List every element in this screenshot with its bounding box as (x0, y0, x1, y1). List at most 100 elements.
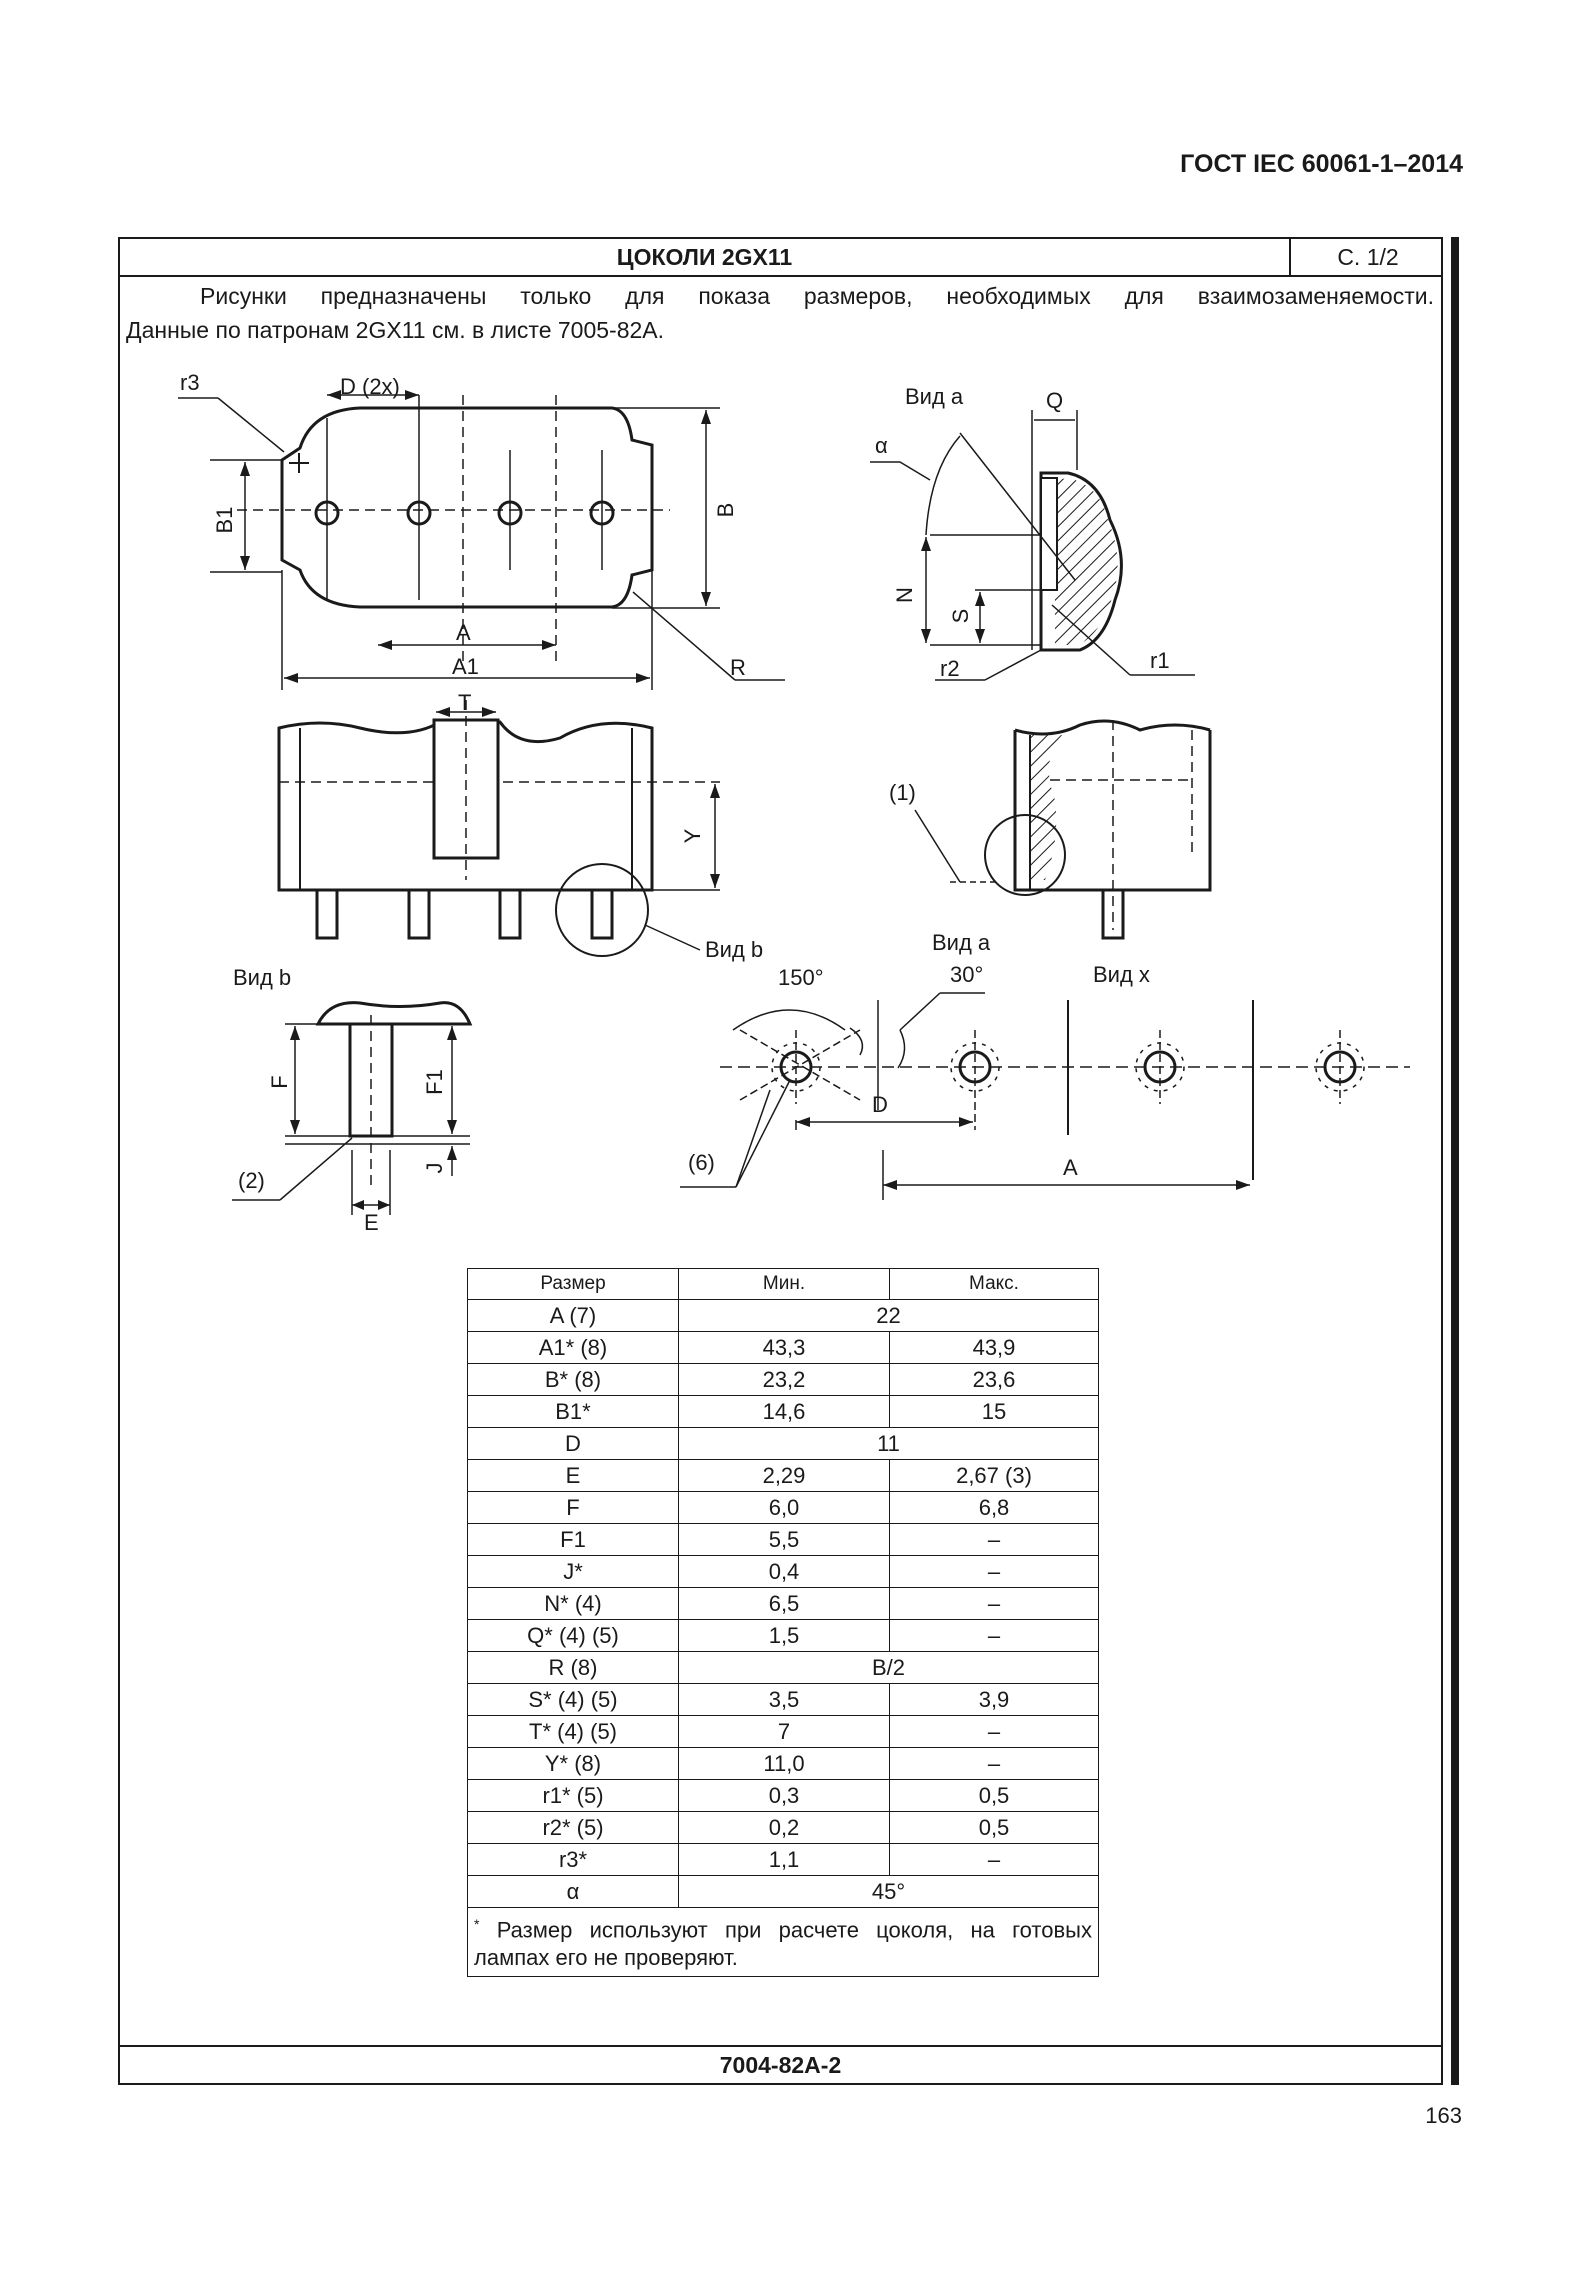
label-f: F (267, 1075, 292, 1088)
cell-min: 6,5 (678, 1587, 890, 1620)
label-30-deg: 30° (950, 962, 983, 987)
cell-max: – (889, 1619, 1099, 1652)
cell-max: 6,8 (889, 1491, 1099, 1524)
cell-min: 5,5 (678, 1523, 890, 1556)
footnote-mark: * (474, 1916, 480, 1932)
cell-min: 1,1 (678, 1843, 890, 1876)
sheet-footer: 7004-82А-2 (120, 2045, 1441, 2083)
cell-min: 0,3 (678, 1779, 890, 1812)
cell-size: E (467, 1459, 679, 1492)
sheet-title: ЦОКОЛИ 2GX11 (616, 244, 793, 270)
cell-min: 11,0 (678, 1747, 890, 1780)
cell-value: 22 (678, 1299, 1099, 1332)
cell-min: 43,3 (678, 1331, 890, 1364)
cell-max: 0,5 (889, 1779, 1099, 1812)
label-note-6: (6) (688, 1150, 715, 1175)
cell-min: 6,0 (678, 1491, 890, 1524)
label-a1: A1 (452, 654, 479, 679)
label-e: E (364, 1210, 379, 1235)
cell-size: D (467, 1427, 679, 1460)
table-header-row: Размер Мин. Макс. (467, 1268, 1099, 1300)
sheet-header: ЦОКОЛИ 2GX11 С. 1/2 (120, 239, 1441, 277)
cell-max: 23,6 (889, 1363, 1099, 1396)
cell-size: N* (4) (467, 1587, 679, 1620)
cell-max: – (889, 1587, 1099, 1620)
cell-size: A (7) (467, 1299, 679, 1332)
label-r3: r3 (180, 370, 200, 395)
label-f1: F1 (422, 1069, 447, 1095)
front-view (277, 700, 720, 957)
cell-max: 3,9 (889, 1683, 1099, 1716)
label-150-deg: 150° (778, 965, 824, 990)
label-r1: r1 (1150, 648, 1170, 673)
pin-detail-view (232, 1001, 473, 1215)
label-alpha: α (875, 433, 888, 458)
table-footnote: * Размер используют при расчете цоколя, … (467, 1906, 1099, 1978)
cell-size: R (8) (467, 1651, 679, 1684)
label-a: A (456, 620, 471, 645)
label-n: N (892, 587, 917, 603)
header-max: Макс. (889, 1268, 1099, 1300)
label-j: J (422, 1163, 447, 1174)
cell-size: α (467, 1875, 679, 1908)
cell-max: 15 (889, 1395, 1099, 1428)
pin-position-view (680, 992, 1410, 1200)
cell-size: F1 (467, 1523, 679, 1556)
table-row: N* (4)6,5– (467, 1587, 1099, 1620)
cell-size: J* (467, 1555, 679, 1588)
sheet-frame: ЦОКОЛИ 2GX11 С. 1/2 Рисунки предназначен… (118, 237, 1443, 2085)
cell-max: 43,9 (889, 1331, 1099, 1364)
label-vid-a-2: Вид a (932, 930, 991, 955)
label-d: D (872, 1092, 888, 1117)
note-line-2: Данные по патронам 2GX11 см. в листе 700… (126, 317, 665, 343)
label-b1: B1 (212, 507, 237, 534)
label-note-2: (2) (238, 1168, 265, 1193)
cell-value: B/2 (678, 1651, 1099, 1684)
table-row: A (7)22 (467, 1299, 1099, 1332)
cell-size: A1* (8) (467, 1331, 679, 1364)
cell-min: 3,5 (678, 1683, 890, 1716)
table-row: Y* (8)11,0– (467, 1747, 1099, 1780)
top-view (178, 390, 785, 690)
cell-size: r1* (5) (467, 1779, 679, 1812)
cell-min: 2,29 (678, 1459, 890, 1492)
cell-size: T* (4) (5) (467, 1715, 679, 1748)
cell-size: Y* (8) (467, 1747, 679, 1780)
label-r: R (730, 655, 746, 680)
cell-size: r3* (467, 1843, 679, 1876)
label-a-2: A (1063, 1155, 1078, 1180)
cell-size: B* (8) (467, 1363, 679, 1396)
cell-min: 14,6 (678, 1395, 890, 1428)
cell-size: S* (4) (5) (467, 1683, 679, 1716)
section-view-a (870, 410, 1195, 681)
table-row: T* (4) (5)7– (467, 1715, 1099, 1748)
label-t: T (458, 690, 471, 715)
frame-bold-edge (1451, 237, 1459, 2085)
note-line-1: Рисунки предназначены только для показа … (200, 283, 1434, 309)
cell-max: – (889, 1843, 1099, 1876)
cell-max: – (889, 1715, 1099, 1748)
header-min: Мин. (678, 1268, 890, 1300)
cell-size: B1* (467, 1395, 679, 1428)
page-number: 163 (1425, 2103, 1462, 2128)
header-size: Размер (467, 1268, 679, 1300)
footnote-text: Размер используют при расчете цоколя, на… (474, 1917, 1092, 1971)
table-row: J*0,4– (467, 1555, 1099, 1588)
label-note-1: (1) (889, 780, 916, 805)
table-footnote-row: * Размер используют при расчете цоколя, … (467, 1906, 1099, 1978)
cell-max: – (889, 1523, 1099, 1556)
label-vid-a: Вид a (905, 384, 964, 409)
label-r2: r2 (940, 656, 960, 681)
label-vid-b: Вид b (705, 937, 763, 962)
cell-max: – (889, 1555, 1099, 1588)
